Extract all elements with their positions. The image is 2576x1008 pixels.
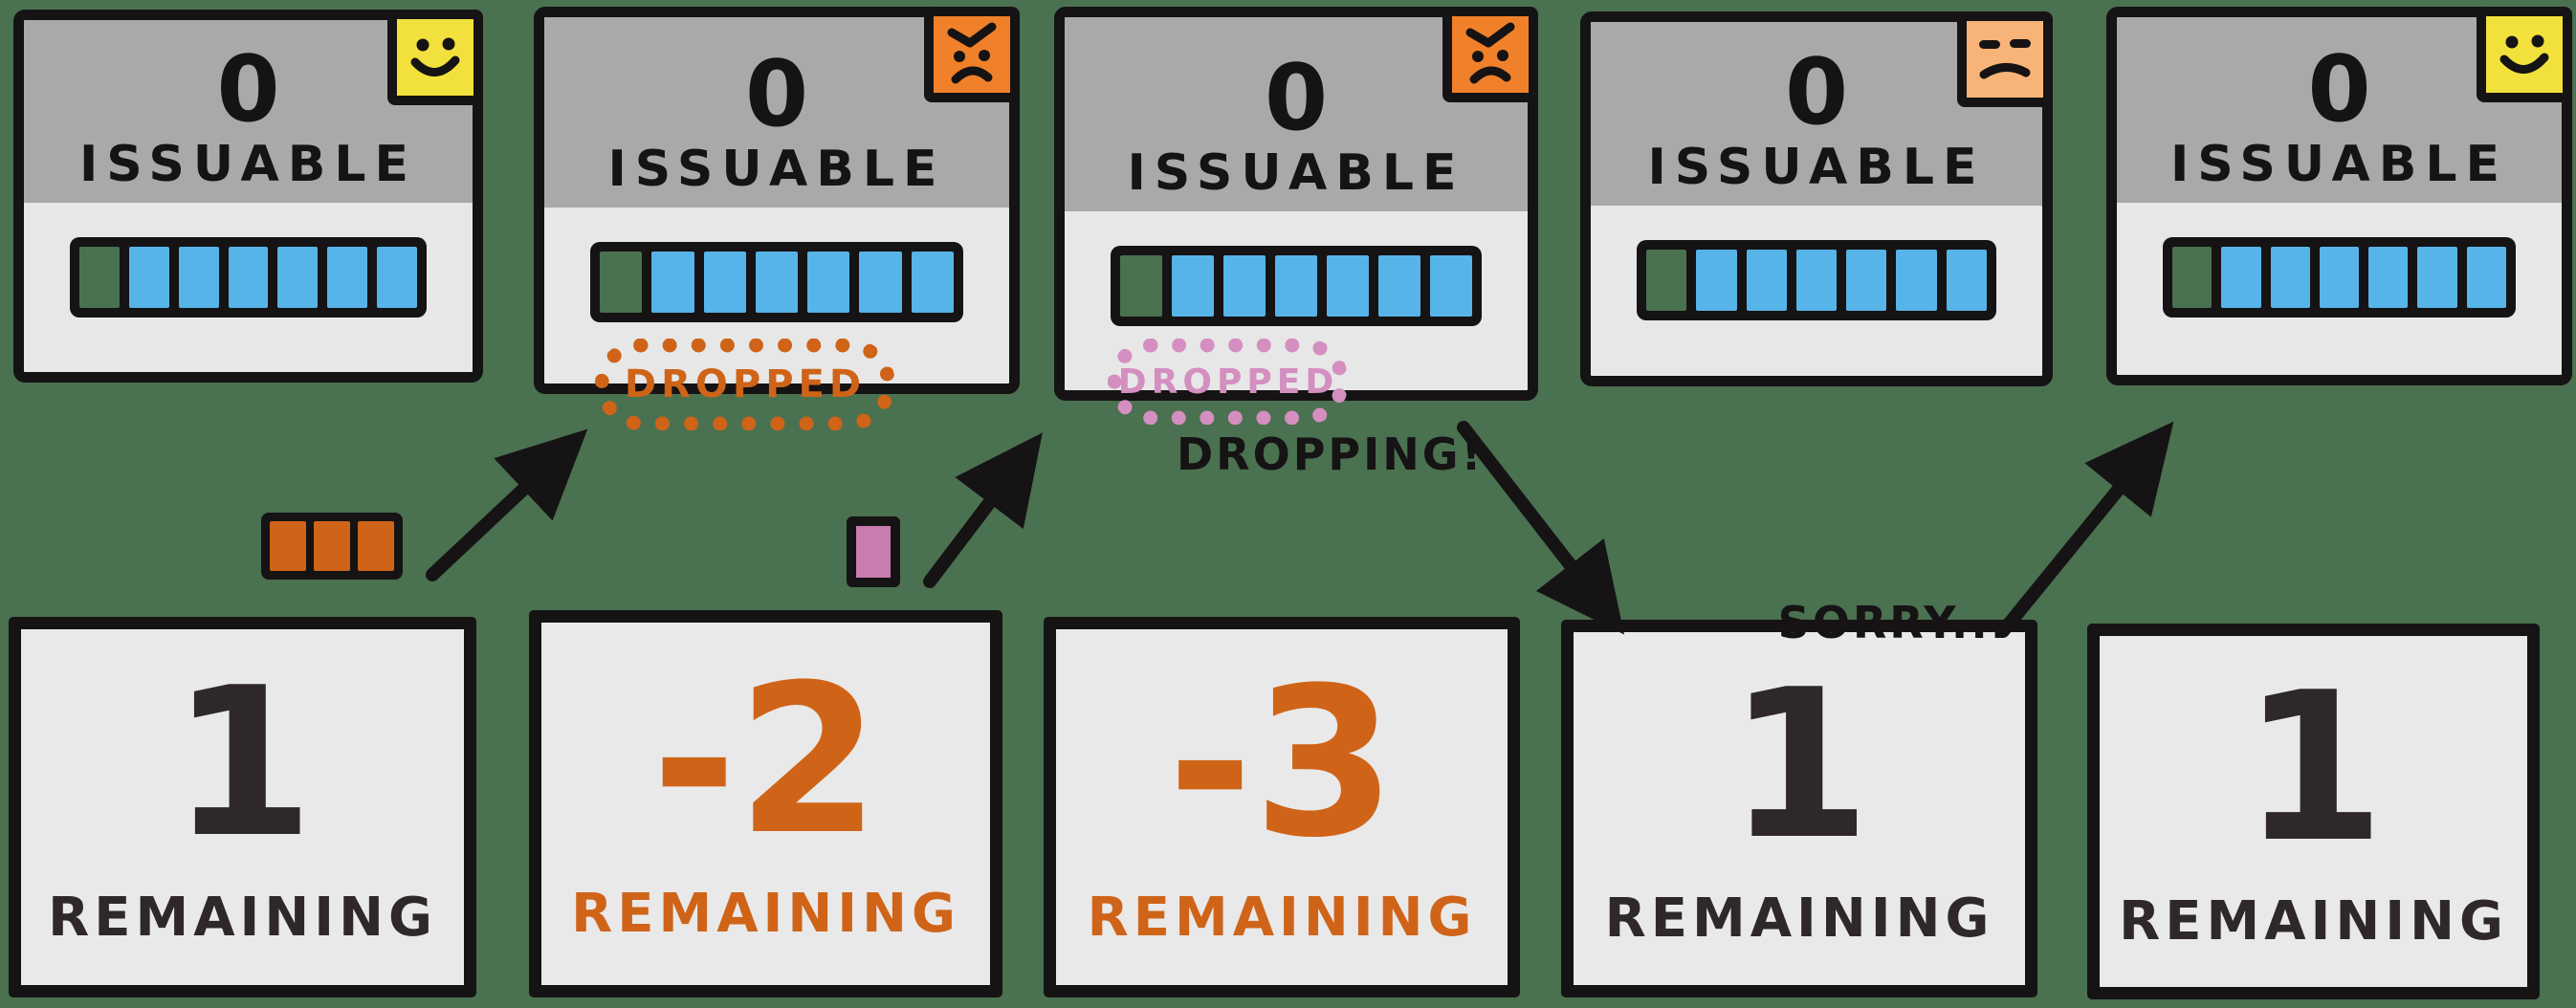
- card-header: 0 ISSUABLE: [24, 10, 483, 204]
- bar-cell-filled: [2368, 247, 2409, 309]
- issuable-label: ISSUABLE: [1647, 139, 1986, 197]
- remaining-value: 1: [2241, 646, 2386, 887]
- remaining-value: -3: [1167, 643, 1397, 884]
- issuable-label: ISSUABLE: [1127, 143, 1465, 202]
- arrow-to-dropped-pink: [923, 432, 1043, 588]
- issuable-count: 0: [1264, 45, 1329, 151]
- angry-face-icon: [1442, 7, 1538, 102]
- sorry-label: SORRY...: [1777, 597, 2011, 648]
- issuable-count: 0: [1784, 40, 1849, 146]
- orange-cell: [314, 521, 350, 571]
- bar-cell-filled: [911, 252, 954, 314]
- remaining-counter-4: 1 REMAINING: [1561, 620, 2037, 997]
- progress-bar: [2163, 237, 2516, 318]
- arrow-dropping-down: [1457, 421, 1625, 635]
- card-header: 0 ISSUABLE: [544, 7, 1020, 208]
- bar-cell-filled: [859, 252, 902, 314]
- bar-cell-filled: [327, 247, 368, 309]
- remaining-label: REMAINING: [2119, 890, 2508, 953]
- bar-cell-filled: [1746, 250, 1787, 312]
- card-header: 0 ISSUABLE: [2117, 7, 2572, 204]
- progress-bar: [1637, 240, 1996, 321]
- remaining-counter-3: -3 REMAINING: [1044, 617, 1520, 997]
- dropped-cell-token-pink: [847, 516, 900, 587]
- bar-cell-filled: [807, 252, 850, 314]
- dropped-badge-label: DROPPED: [1117, 362, 1339, 402]
- bar-cell-filled: [1946, 250, 1987, 312]
- bar-cell-empty: [2172, 247, 2213, 309]
- bar-cell-filled: [755, 252, 799, 314]
- issuable-count: 0: [216, 37, 280, 143]
- bar-cell-filled: [2466, 247, 2506, 309]
- bar-cell-filled: [651, 252, 694, 314]
- remaining-label: REMAINING: [571, 883, 960, 946]
- bar-cell-empty: [1120, 254, 1162, 317]
- bar-cell-filled: [1275, 254, 1317, 317]
- bar-cell-filled: [178, 247, 219, 309]
- bar-cell-empty: [600, 252, 643, 314]
- bar-cell-empty: [1646, 250, 1687, 312]
- issuable-card-5: 0 ISSUABLE: [2106, 7, 2572, 385]
- card-header: 0 ISSUABLE: [1591, 11, 2053, 207]
- dropped-cells-token-orange: [261, 513, 403, 580]
- bar-cell-filled: [128, 247, 169, 309]
- remaining-label: REMAINING: [48, 886, 437, 949]
- angry-face-icon: [924, 7, 1020, 102]
- orange-cell: [270, 521, 306, 571]
- bar-cell-filled: [1846, 250, 1887, 312]
- card-header: 0 ISSUABLE: [1065, 7, 1538, 211]
- remaining-counter-2: -2 REMAINING: [529, 610, 1002, 997]
- issuable-card-4: 0 ISSUABLE: [1580, 11, 2053, 386]
- remaining-value: -2: [651, 639, 880, 880]
- bar-cell-filled: [2319, 247, 2360, 309]
- bar-cell-filled: [1223, 254, 1266, 317]
- orange-cell: [358, 521, 394, 571]
- dropped-badge-orange: DROPPED: [595, 339, 895, 430]
- happy-face-icon: [387, 10, 483, 105]
- bar-cell-filled: [1327, 254, 1369, 317]
- bar-cell-filled: [277, 247, 319, 309]
- bar-cell-empty: [79, 247, 120, 309]
- arrow-to-dropped-orange: [426, 428, 588, 581]
- dropped-badge-label: DROPPED: [624, 362, 867, 406]
- bar-cell-filled: [1430, 254, 1472, 317]
- bar-cell-filled: [1696, 250, 1737, 312]
- issuable-label: ISSUABLE: [2169, 136, 2509, 194]
- remaining-counter-1: 1 REMAINING: [9, 617, 476, 997]
- remaining-counter-5: 1 REMAINING: [2087, 624, 2540, 999]
- issuable-count: 0: [744, 42, 809, 148]
- happy-face-icon: [2477, 7, 2572, 102]
- issuable-card-1: 0 ISSUABLE: [13, 10, 483, 383]
- dropped-badge-pink: DROPPED: [1108, 339, 1349, 425]
- bar-cell-filled: [377, 247, 418, 309]
- issuable-card-2: 0 ISSUABLE: [534, 7, 1020, 394]
- bar-cell-filled: [2417, 247, 2457, 309]
- issuable-label: ISSUABLE: [78, 136, 418, 194]
- bar-cell-filled: [1795, 250, 1838, 312]
- progress-bar: [70, 237, 427, 318]
- bar-cell-filled: [228, 247, 269, 309]
- remaining-value: 1: [170, 643, 315, 884]
- remaining-label: REMAINING: [1087, 886, 1477, 949]
- issuable-count: 0: [2307, 37, 2371, 143]
- remaining-value: 1: [1728, 644, 1871, 885]
- bar-cell-filled: [1378, 254, 1420, 317]
- remaining-label: REMAINING: [1604, 887, 1994, 951]
- bar-cell-filled: [1896, 250, 1937, 312]
- bar-cell-filled: [2221, 247, 2261, 309]
- bar-cell-filled: [1172, 254, 1214, 317]
- progress-bar: [1111, 245, 1482, 326]
- bar-cell-filled: [2270, 247, 2310, 309]
- arrow-recover-up: [1996, 421, 2174, 638]
- progress-bar: [590, 242, 963, 323]
- unamused-face-icon: [1957, 11, 2053, 107]
- issuable-label: ISSUABLE: [607, 141, 946, 199]
- dropping-label: DROPPING!: [1177, 428, 1485, 480]
- issuable-card-3: 0 ISSUABLE: [1054, 7, 1538, 401]
- bar-cell-filled: [703, 252, 746, 314]
